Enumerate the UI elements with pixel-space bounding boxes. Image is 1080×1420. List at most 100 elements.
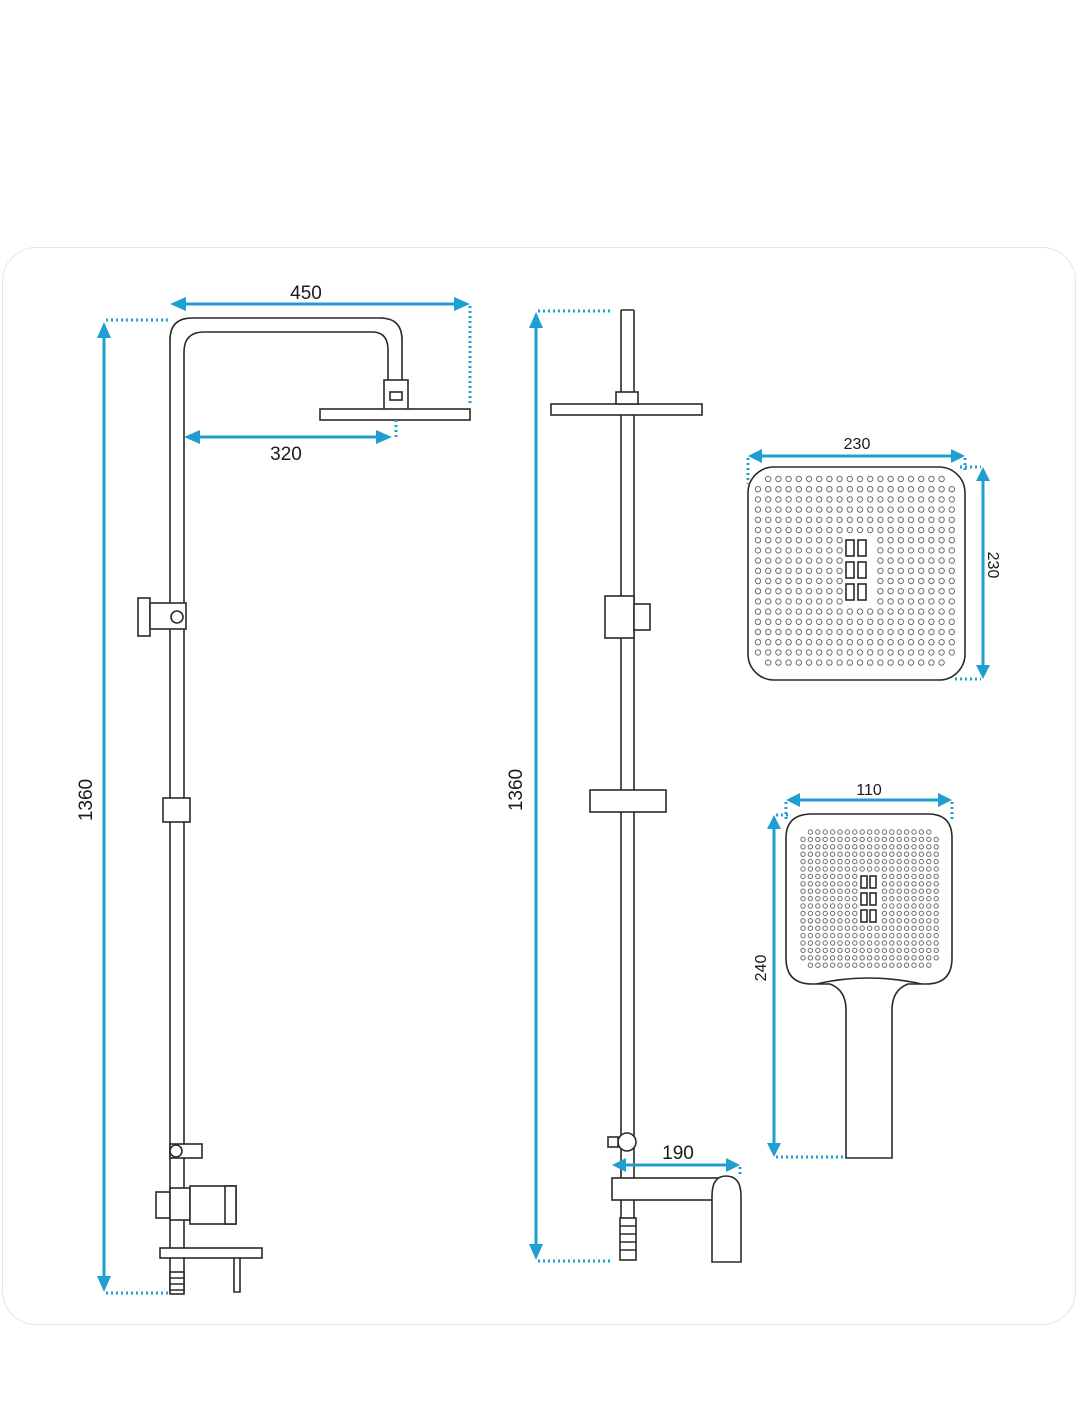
nozzle-dot: [807, 851, 814, 857]
nozzle-dot: [826, 486, 833, 493]
nozzle-dot: [837, 858, 843, 865]
front-slider: [162, 797, 191, 823]
nozzle-dot: [918, 649, 925, 656]
nozzle-dot: [816, 557, 823, 564]
nozzle-dot: [928, 516, 935, 523]
nozzle-dot: [881, 940, 888, 946]
nozzle-dot: [907, 506, 915, 513]
nozzle-dot: [775, 618, 782, 625]
nozzle-dot: [889, 955, 895, 961]
nozzle-dot: [918, 888, 925, 894]
nozzle-dot: [836, 557, 843, 564]
nozzle-dot: [907, 659, 915, 666]
nozzle-dot: [889, 858, 895, 865]
nozzle-dot: [877, 618, 884, 625]
nozzle-dot: [933, 932, 939, 939]
nozzle-dot: [938, 506, 945, 513]
nozzle-dot: [933, 903, 939, 909]
nozzle-dot: [852, 851, 858, 857]
nozzle-dot: [852, 918, 858, 924]
nozzle-dot: [800, 955, 806, 961]
nozzle-dot: [938, 537, 945, 544]
nozzle-dot: [928, 475, 935, 483]
nozzle-dot: [844, 918, 851, 924]
nozzle-dot: [775, 649, 782, 656]
nozzle-dot: [816, 567, 823, 574]
nozzle-dot: [775, 537, 782, 544]
nozzle-dot: [844, 866, 851, 872]
nozzle-dot: [816, 486, 823, 493]
nozzle-dot: [765, 547, 772, 554]
nozzle-dot: [887, 496, 894, 503]
nozzle-dot: [856, 639, 864, 646]
nozzle-dot: [911, 866, 917, 872]
nozzle-dot: [807, 925, 814, 931]
dim-label-hand-length: 240: [753, 955, 770, 982]
nozzle-dot: [877, 659, 884, 666]
nozzle-dot: [805, 598, 813, 605]
nozzle-dot: [754, 649, 762, 656]
nozzle-dot: [948, 649, 955, 656]
nozzle-dot: [911, 895, 917, 902]
nozzle-dot: [903, 866, 910, 872]
nozzle-dot: [933, 918, 939, 924]
nozzle-dot: [933, 955, 939, 961]
nozzle-dot: [867, 486, 874, 493]
dim-label-spout-reach: 190: [662, 1143, 694, 1164]
nozzle-dot: [815, 903, 821, 909]
nozzle-dot: [826, 526, 833, 534]
nozzle-dot: [867, 649, 874, 656]
nozzle-dot: [822, 844, 828, 850]
nozzle-dot: [867, 628, 874, 636]
nozzle-dot: [844, 955, 851, 961]
nozzle-dot: [928, 577, 935, 585]
nozzle-dot: [775, 506, 782, 513]
nozzle-dot: [754, 537, 762, 544]
nozzle-dot: [938, 557, 945, 564]
nozzle-dot: [928, 608, 935, 615]
nozzle-dot: [874, 858, 880, 865]
nozzle-dot: [867, 639, 874, 646]
nozzle-dot: [807, 947, 814, 954]
nozzle-dot: [852, 940, 858, 946]
nozzle-dot: [903, 888, 910, 894]
side-upper-holder-arm: [633, 603, 651, 631]
nozzle-dot: [795, 557, 802, 564]
nozzle-dot: [897, 598, 904, 605]
nozzle-dot: [826, 537, 833, 544]
nozzle-dot: [765, 639, 772, 646]
side-lower-knob: [617, 1132, 637, 1152]
nozzle-dot: [896, 910, 902, 917]
nozzle-dot: [795, 659, 802, 666]
nozzle-dot: [903, 962, 910, 968]
nozzle-dot: [877, 547, 884, 554]
nozzle-dot: [918, 547, 925, 554]
nozzle-dot: [938, 486, 945, 493]
nozzle-dot: [926, 844, 932, 850]
nozzle-dot: [852, 844, 858, 850]
nozzle-dot: [881, 962, 888, 968]
nozzle-dot: [859, 851, 865, 857]
nozzle-dot: [844, 836, 851, 843]
nozzle-dot: [903, 844, 910, 850]
nozzle-dot: [938, 659, 945, 666]
nozzle-dot: [805, 537, 813, 544]
nozzle-dot: [907, 547, 915, 554]
nozzle-dot: [938, 598, 945, 605]
nozzle-dot: [795, 618, 802, 625]
nozzle-dot: [881, 866, 888, 872]
nozzle-dot: [933, 858, 939, 865]
nozzle-dot: [795, 475, 802, 483]
nozzle-dot: [938, 547, 945, 554]
nozzle-dot: [877, 526, 884, 534]
nozzle-dot: [775, 475, 782, 483]
nozzle-dot: [795, 567, 802, 574]
nozzle-dot: [795, 588, 802, 595]
nozzle-dot: [765, 628, 772, 636]
nozzle-dot: [926, 858, 932, 865]
nozzle-dot: [822, 903, 828, 909]
nozzle-dot: [846, 496, 853, 503]
nozzle-dot: [816, 547, 823, 554]
nozzle-dot: [933, 873, 939, 880]
nozzle-dot: [866, 844, 873, 850]
